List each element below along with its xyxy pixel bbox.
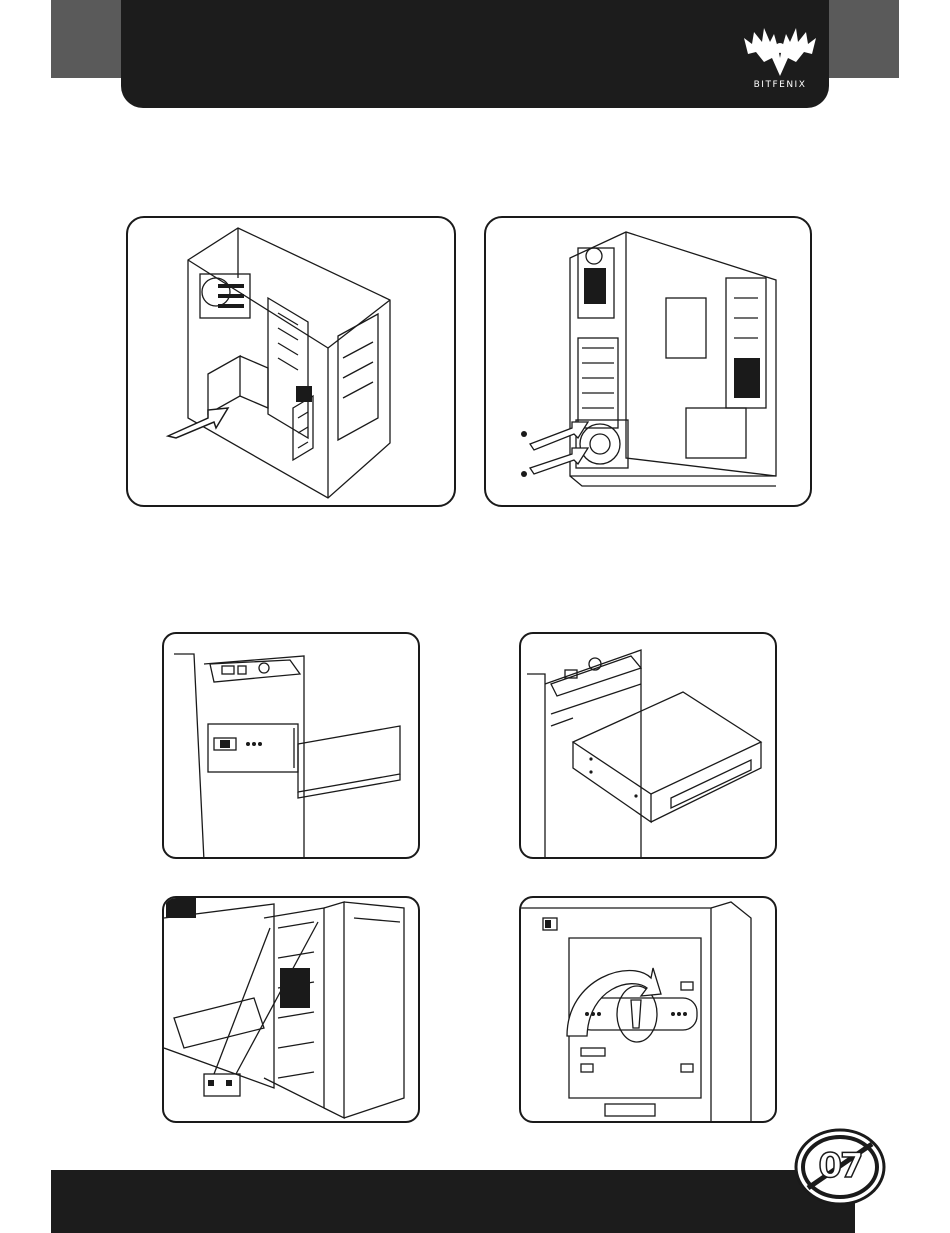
page-header — [121, 0, 829, 108]
header-tab-left — [51, 0, 131, 78]
drive-rail-mounting-illustration — [164, 898, 420, 1123]
figure-install-psu — [126, 216, 456, 507]
optical-drive-insert-illustration — [521, 634, 777, 859]
page-footer — [51, 1170, 855, 1233]
bay-cover-removal-illustration — [164, 634, 420, 859]
figure-insert-optical-drive — [519, 632, 777, 859]
figure-secure-psu-screws — [484, 216, 812, 507]
page-number: 07 — [806, 1146, 874, 1186]
header-tab-right — [820, 0, 899, 78]
psu-slide-in-illustration — [128, 218, 456, 507]
page-number-badge: 07 — [792, 1126, 888, 1208]
figure-mount-drive-rails — [162, 896, 420, 1123]
brand-logo: BITFENIX — [738, 18, 822, 94]
tool-free-lock-illustration — [521, 898, 777, 1123]
brand-text: BITFENIX — [738, 80, 822, 90]
figure-rotate-lock-clip — [519, 896, 777, 1123]
phoenix-icon — [738, 18, 822, 80]
figure-remove-drive-cover — [162, 632, 420, 859]
psu-screws-illustration — [486, 218, 812, 507]
